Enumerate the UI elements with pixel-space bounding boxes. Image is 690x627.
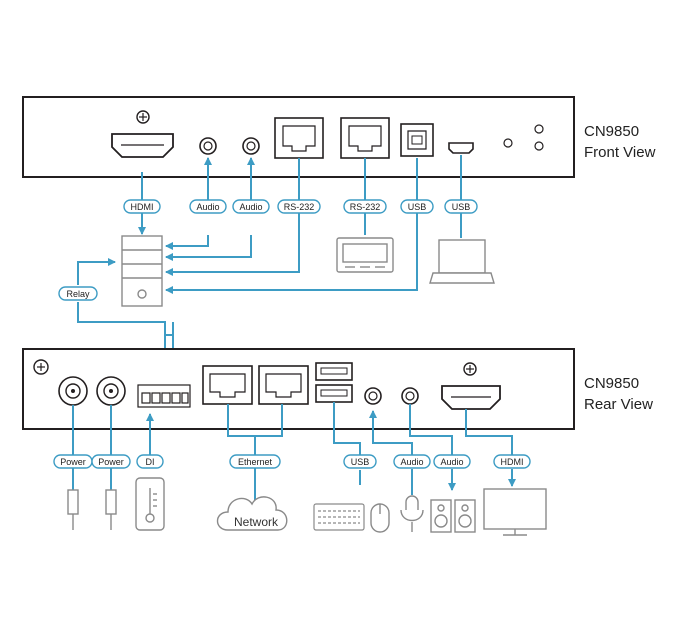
svg-text:Power: Power bbox=[60, 457, 86, 467]
svg-text:Relay: Relay bbox=[66, 289, 90, 299]
svg-text:DI: DI bbox=[146, 457, 155, 467]
power-jack-1 bbox=[58, 376, 88, 406]
terminal-block bbox=[137, 384, 191, 408]
label-rs232-front-2: RS-232 bbox=[343, 199, 387, 214]
label-audio-rear-2: Audio bbox=[433, 454, 471, 469]
ground-screw-icon bbox=[33, 359, 49, 375]
laptop-icon bbox=[429, 239, 495, 284]
mouse-icon bbox=[370, 503, 390, 533]
power-plug-icon bbox=[105, 489, 117, 530]
svg-text:HDMI: HDMI bbox=[501, 457, 524, 467]
label-hdmi-rear: HDMI bbox=[493, 454, 531, 469]
speakers-icon bbox=[430, 499, 476, 533]
svg-text:Audio: Audio bbox=[196, 202, 219, 212]
label-power-2: Power bbox=[91, 454, 131, 469]
label-ethernet: Ethernet bbox=[229, 454, 281, 469]
serial-terminal-icon bbox=[336, 237, 394, 273]
label-audio-front-2: Audio bbox=[232, 199, 270, 214]
usb-a-port-1 bbox=[315, 362, 353, 381]
audio-jack-rear-2 bbox=[401, 387, 419, 405]
usb-b-port-front bbox=[400, 123, 434, 157]
micro-usb-port-front bbox=[448, 142, 474, 154]
usb-a-port-2 bbox=[315, 384, 353, 403]
label-audio-front-1: Audio bbox=[189, 199, 227, 214]
svg-text:USB: USB bbox=[351, 457, 370, 467]
led-indicator bbox=[534, 141, 544, 151]
ground-screw-icon bbox=[136, 110, 150, 124]
svg-text:USB: USB bbox=[408, 202, 427, 212]
label-usb-front-1: USB bbox=[400, 199, 434, 214]
ethernet-port-2 bbox=[258, 365, 309, 405]
power-plug-icon bbox=[67, 489, 79, 530]
rear-model-title: CN9850 bbox=[584, 375, 639, 392]
label-usb-front-2: USB bbox=[444, 199, 478, 214]
rs232-port-front-1 bbox=[274, 117, 324, 159]
label-hdmi-front: HDMI bbox=[123, 199, 161, 214]
svg-text:RS-232: RS-232 bbox=[284, 202, 315, 212]
led-indicator bbox=[503, 138, 513, 148]
label-power-1: Power bbox=[53, 454, 93, 469]
svg-text:Ethernet: Ethernet bbox=[238, 457, 273, 467]
power-jack-2 bbox=[96, 376, 126, 406]
label-relay: Relay bbox=[58, 286, 98, 301]
svg-text:Audio: Audio bbox=[400, 457, 423, 467]
microphone-icon bbox=[400, 495, 424, 532]
svg-text:USB: USB bbox=[452, 202, 471, 212]
audio-jack-front-1 bbox=[199, 137, 217, 155]
label-di: DI bbox=[136, 454, 164, 469]
monitor-icon bbox=[483, 488, 547, 536]
thermometer-sensor-icon bbox=[135, 477, 165, 531]
svg-text:Audio: Audio bbox=[440, 457, 463, 467]
led-indicator bbox=[534, 124, 544, 134]
label-usb-rear: USB bbox=[343, 454, 377, 469]
audio-jack-rear-1 bbox=[364, 387, 382, 405]
svg-text:RS-232: RS-232 bbox=[350, 202, 381, 212]
svg-text:HDMI: HDMI bbox=[131, 202, 154, 212]
svg-text:Audio: Audio bbox=[239, 202, 262, 212]
pc-tower-icon bbox=[121, 235, 163, 307]
rs232-port-front-2 bbox=[340, 117, 390, 159]
front-model-title: CN9850 bbox=[584, 123, 639, 140]
audio-jack-front-2 bbox=[242, 137, 260, 155]
keyboard-icon bbox=[313, 503, 365, 531]
label-rs232-front-1: RS-232 bbox=[277, 199, 321, 214]
network-cloud-icon: Network bbox=[216, 496, 288, 531]
svg-text:Power: Power bbox=[98, 457, 124, 467]
label-audio-rear-1: Audio bbox=[393, 454, 431, 469]
rear-view-title: Rear View bbox=[584, 396, 653, 413]
ethernet-port-1 bbox=[202, 365, 253, 405]
front-view-title: Front View bbox=[584, 144, 656, 161]
ground-screw-icon bbox=[463, 362, 477, 376]
network-label: Network bbox=[234, 515, 279, 529]
